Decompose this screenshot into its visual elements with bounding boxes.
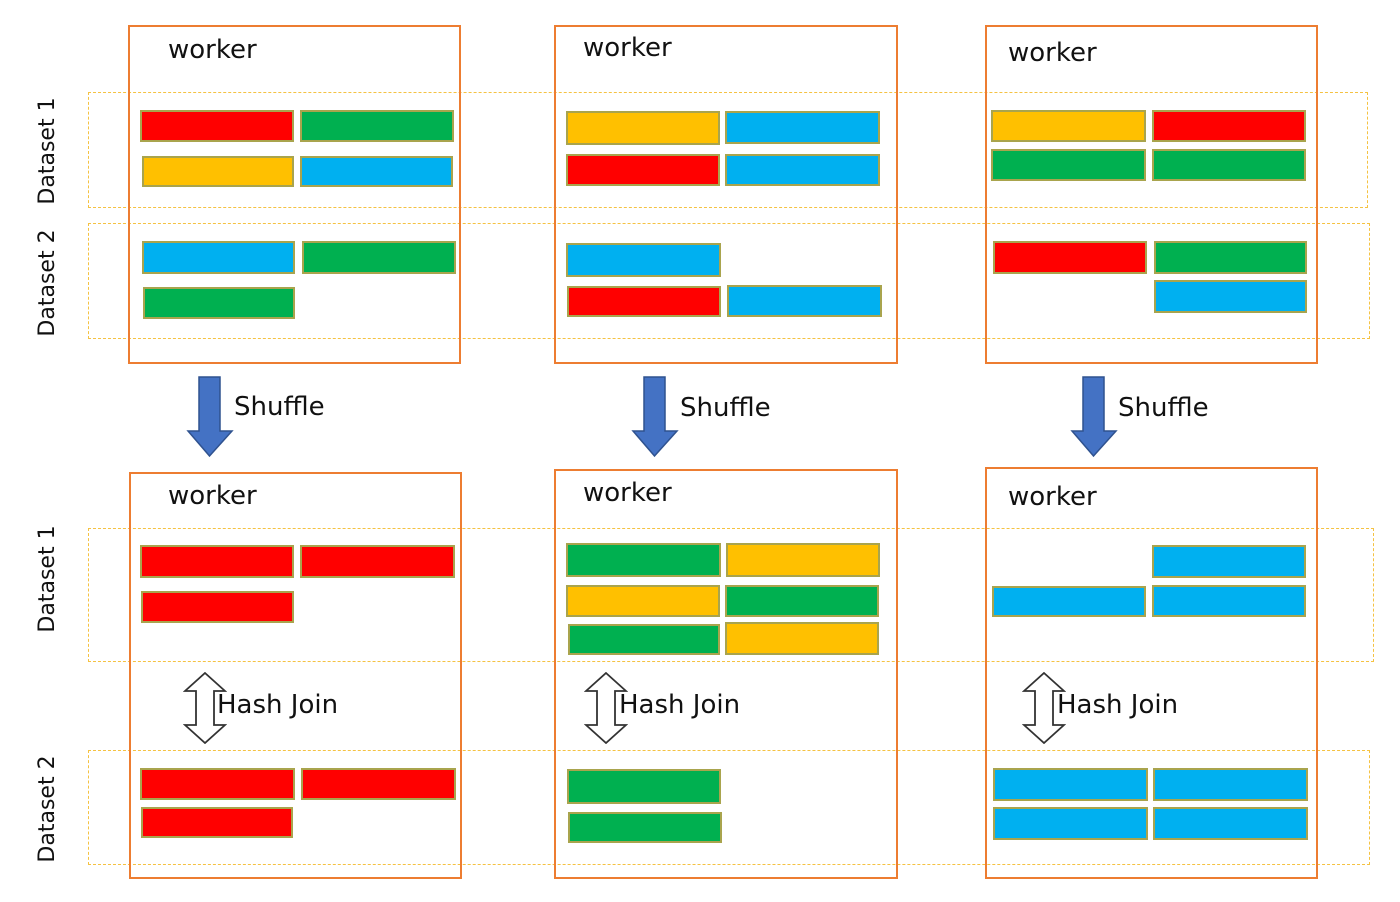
blue-partition-block (725, 154, 880, 186)
hash-join-arrow-shape (584, 672, 628, 744)
hash-join-label: Hash Join (1057, 690, 1179, 720)
yellow-partition-block (991, 110, 1146, 142)
green-partition-block (1152, 149, 1306, 181)
red-partition-block (566, 154, 720, 186)
hash-join-label: Hash Join (217, 690, 339, 720)
shuffle-label: Shuffle (1118, 393, 1209, 423)
blue-partition-block (992, 586, 1146, 617)
worker-top-3: worker (985, 25, 1318, 364)
worker-title: worker (1008, 38, 1097, 68)
red-partition-block (567, 286, 721, 317)
shuffle-label: Shuffle (680, 393, 771, 423)
yellow-partition-block (726, 543, 880, 577)
red-partition-block (140, 110, 294, 142)
yellow-partition-block (566, 111, 720, 145)
dataset1-band-top (88, 92, 1368, 208)
dataset2-band-bottom (88, 750, 1370, 865)
worker-title: worker (168, 35, 257, 65)
green-partition-block (568, 812, 722, 843)
shuffle-arrow-icon (186, 376, 234, 458)
shuffle-arrow-shape (186, 376, 234, 458)
hash-join-arrow-icon (1022, 672, 1066, 744)
shuffle-arrow-shape (631, 376, 679, 458)
shuffle-arrow-icon (631, 376, 679, 458)
blue-partition-block (725, 111, 880, 144)
worker-title: worker (1008, 482, 1097, 512)
blue-partition-block (566, 243, 721, 277)
blue-partition-block (1152, 545, 1306, 578)
hash-join-arrow-shape (183, 672, 227, 744)
red-partition-block (141, 591, 294, 623)
green-partition-block (1154, 241, 1307, 274)
hash-join-label: Hash Join (619, 690, 741, 720)
shuffle-arrow-icon (1070, 376, 1118, 458)
yellow-partition-block (725, 622, 879, 655)
blue-partition-block (1153, 807, 1308, 840)
dataset2-band-top (88, 223, 1370, 339)
green-partition-block (567, 769, 721, 804)
red-partition-block (141, 807, 293, 838)
blue-partition-block (993, 807, 1148, 840)
worker-title: worker (168, 481, 257, 511)
worker-top-1: worker (128, 25, 461, 364)
worker-bottom-1: worker (129, 472, 462, 879)
dataset1-label-top: Dataset 1 (35, 97, 60, 205)
shuffle-arrow-shape (1070, 376, 1118, 458)
blue-partition-block (727, 285, 882, 317)
red-partition-block (140, 545, 294, 578)
yellow-partition-block (142, 156, 294, 187)
shuffle-label: Shuffle (234, 392, 325, 422)
worker-bottom-2: worker (554, 469, 898, 879)
green-partition-block (991, 149, 1146, 181)
red-partition-block (300, 545, 455, 578)
red-partition-block (301, 768, 456, 800)
dataset2-label-bottom: Dataset 2 (35, 755, 60, 863)
green-partition-block (300, 110, 454, 142)
red-partition-block (1152, 110, 1306, 142)
hash-join-arrow-icon (584, 672, 628, 744)
green-partition-block (566, 543, 721, 577)
blue-partition-block (300, 156, 453, 187)
dataset1-label-bottom: Dataset 1 (35, 525, 60, 633)
blue-partition-block (1152, 585, 1306, 617)
blue-partition-block (1154, 280, 1307, 313)
blue-partition-block (993, 768, 1148, 801)
worker-top-2: worker (554, 25, 898, 364)
hash-join-arrow-shape (1022, 672, 1066, 744)
worker-bottom-3: worker (985, 467, 1318, 879)
blue-partition-block (1153, 768, 1308, 801)
dataset2-label-top: Dataset 2 (35, 229, 60, 337)
yellow-partition-block (566, 585, 720, 617)
green-partition-block (568, 624, 720, 655)
dataset1-band-bottom (88, 528, 1374, 662)
red-partition-block (140, 768, 295, 800)
worker-title: worker (583, 478, 672, 508)
green-partition-block (725, 585, 879, 617)
hash-join-arrow-icon (183, 672, 227, 744)
blue-partition-block (142, 241, 295, 274)
green-partition-block (302, 241, 456, 274)
red-partition-block (993, 241, 1147, 274)
worker-title: worker (583, 33, 672, 63)
green-partition-block (143, 287, 295, 319)
